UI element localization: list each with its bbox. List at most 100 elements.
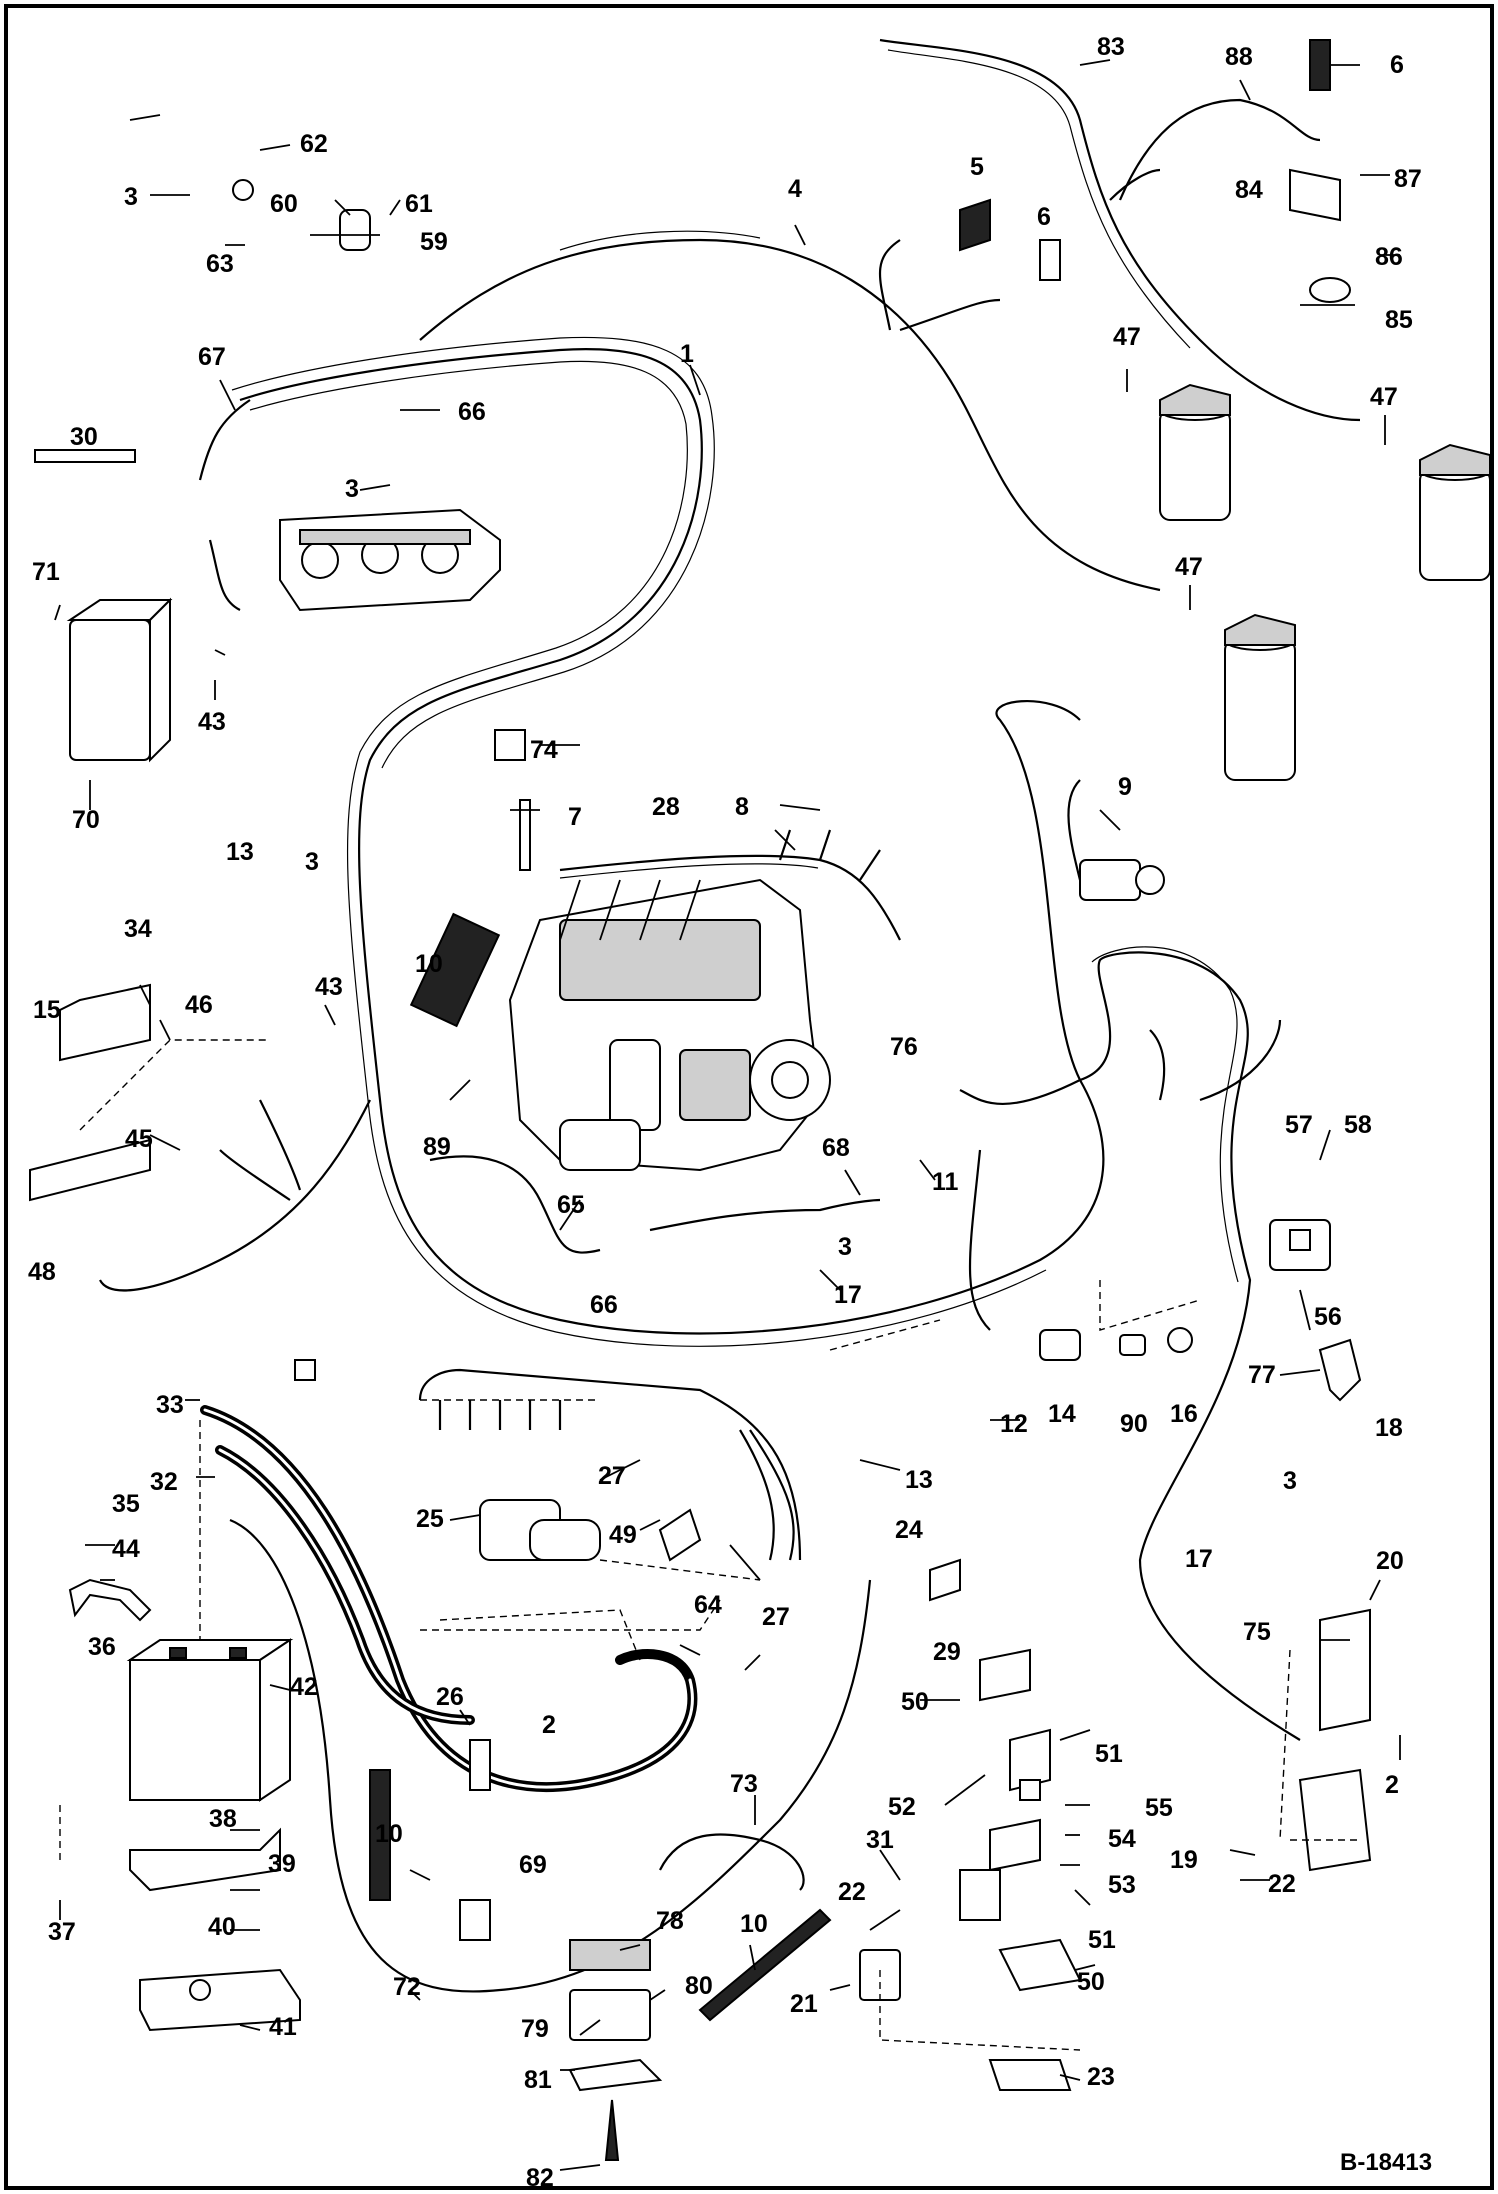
callout-16: 16 <box>1170 1400 1198 1428</box>
callout-5: 5 <box>970 153 984 181</box>
main-wire-harness <box>231 336 1301 1741</box>
callout-81: 81 <box>524 2066 552 2094</box>
callout-26: 26 <box>436 1683 464 1711</box>
starter-harness <box>418 1368 802 1561</box>
callout-62: 62 <box>300 130 328 158</box>
callout-34: 34 <box>124 915 152 943</box>
mount-block <box>568 1939 663 2161</box>
callout-7: 7 <box>568 803 582 831</box>
callout-21: 21 <box>790 1990 818 2018</box>
relay-56 <box>1269 1219 1331 1271</box>
callout-50: 50 <box>901 1688 929 1716</box>
filter-canister-2 <box>1419 443 1491 581</box>
callout-layer: 1 2 2 3 3 3 3 3 4 5 6 6 7 8 9 10 10 10 1… <box>28 33 1422 2192</box>
callout-32: 32 <box>150 1468 178 1496</box>
harness-65-68 <box>429 1155 881 1254</box>
callout-66: 66 <box>458 398 486 426</box>
callout-33: 33 <box>156 1391 184 1419</box>
leader-lines <box>54 59 1401 2171</box>
callout-25: 25 <box>416 1505 444 1533</box>
callout-6: 6 <box>1390 51 1404 79</box>
harness-73 <box>659 1833 805 1891</box>
callout-22: 22 <box>1268 1870 1296 1898</box>
callout-73: 73 <box>730 1770 758 1798</box>
callout-4: 4 <box>788 175 802 203</box>
harness-83 <box>879 38 1361 422</box>
callout-39: 39 <box>268 1850 296 1878</box>
harness-67 <box>198 399 251 611</box>
callout-76: 76 <box>890 1033 918 1061</box>
callout-22: 22 <box>838 1878 866 1906</box>
illustration <box>29 38 1491 2171</box>
engine-block <box>508 878 831 1172</box>
harness-45 <box>99 1099 371 1292</box>
mounting-bracket-46 <box>29 983 151 1202</box>
bracket-77 <box>1318 1338 1362 1402</box>
callout-17: 17 <box>834 1281 862 1309</box>
filter-canister-1 <box>1159 383 1231 521</box>
callout-57: 57 <box>1285 1111 1313 1139</box>
callout-83: 83 <box>1097 33 1125 61</box>
callout-63: 63 <box>206 250 234 278</box>
callout-13: 13 <box>905 1466 933 1494</box>
callout-30: 30 <box>70 423 98 451</box>
callout-59: 59 <box>420 228 448 256</box>
callout-78: 78 <box>656 1907 684 1935</box>
callout-79: 79 <box>521 2015 549 2043</box>
callout-2: 2 <box>542 1711 556 1739</box>
callout-65: 65 <box>557 1191 585 1219</box>
solenoid <box>1067 779 1165 901</box>
callout-10: 10 <box>415 950 443 978</box>
callout-61: 61 <box>405 190 433 218</box>
callout-19: 19 <box>1170 1846 1198 1874</box>
callout-89: 89 <box>423 1133 451 1161</box>
drawing-reference-number: B-18413 <box>1340 2149 1432 2176</box>
callout-36: 36 <box>88 1633 116 1661</box>
callout-53: 53 <box>1108 1871 1136 1899</box>
battery <box>126 1638 294 1802</box>
callout-6: 6 <box>1037 203 1051 231</box>
callout-52: 52 <box>888 1793 916 1821</box>
assembly-lines <box>59 1039 1360 2051</box>
relay-block <box>959 1648 1082 1992</box>
callout-49: 49 <box>609 1521 637 1549</box>
harness-right-lower <box>959 1019 1282 1331</box>
callout-51: 51 <box>1095 1740 1123 1768</box>
callout-31: 31 <box>866 1826 894 1854</box>
hardware-items <box>34 39 1351 2022</box>
callout-9: 9 <box>1118 773 1132 801</box>
callout-38: 38 <box>209 1805 237 1833</box>
callout-10: 10 <box>740 1910 768 1938</box>
callout-55: 55 <box>1145 1794 1173 1822</box>
callout-1: 1 <box>680 340 694 368</box>
callout-23: 23 <box>1087 2063 1115 2091</box>
drawing-border <box>4 4 1494 2190</box>
callout-14: 14 <box>1048 1400 1076 1428</box>
callout-75: 75 <box>1243 1618 1271 1646</box>
callout-3: 3 <box>1283 1467 1297 1495</box>
callout-24: 24 <box>895 1516 923 1544</box>
callout-48: 48 <box>28 1258 56 1286</box>
callout-51: 51 <box>1088 1926 1116 1954</box>
bracket-23 <box>988 2059 1072 2091</box>
callout-74: 74 <box>530 736 558 764</box>
callout-20: 20 <box>1376 1547 1404 1575</box>
callout-17: 17 <box>1185 1545 1213 1573</box>
callout-80: 80 <box>685 1972 713 2000</box>
callout-18: 18 <box>1375 1414 1403 1442</box>
callout-88: 88 <box>1225 43 1253 71</box>
callout-68: 68 <box>822 1134 850 1162</box>
callout-87: 87 <box>1394 165 1422 193</box>
callout-27: 27 <box>598 1462 626 1490</box>
callout-69: 69 <box>519 1851 547 1879</box>
callout-2: 2 <box>1385 1771 1399 1799</box>
harness-4 <box>419 230 1161 592</box>
harness-28 <box>559 829 901 941</box>
callout-8: 8 <box>735 793 749 821</box>
callout-60: 60 <box>270 190 298 218</box>
callout-70: 70 <box>72 806 100 834</box>
starter-motor <box>479 1499 601 1561</box>
callout-47: 47 <box>1175 553 1203 581</box>
callout-15: 15 <box>33 996 61 1024</box>
